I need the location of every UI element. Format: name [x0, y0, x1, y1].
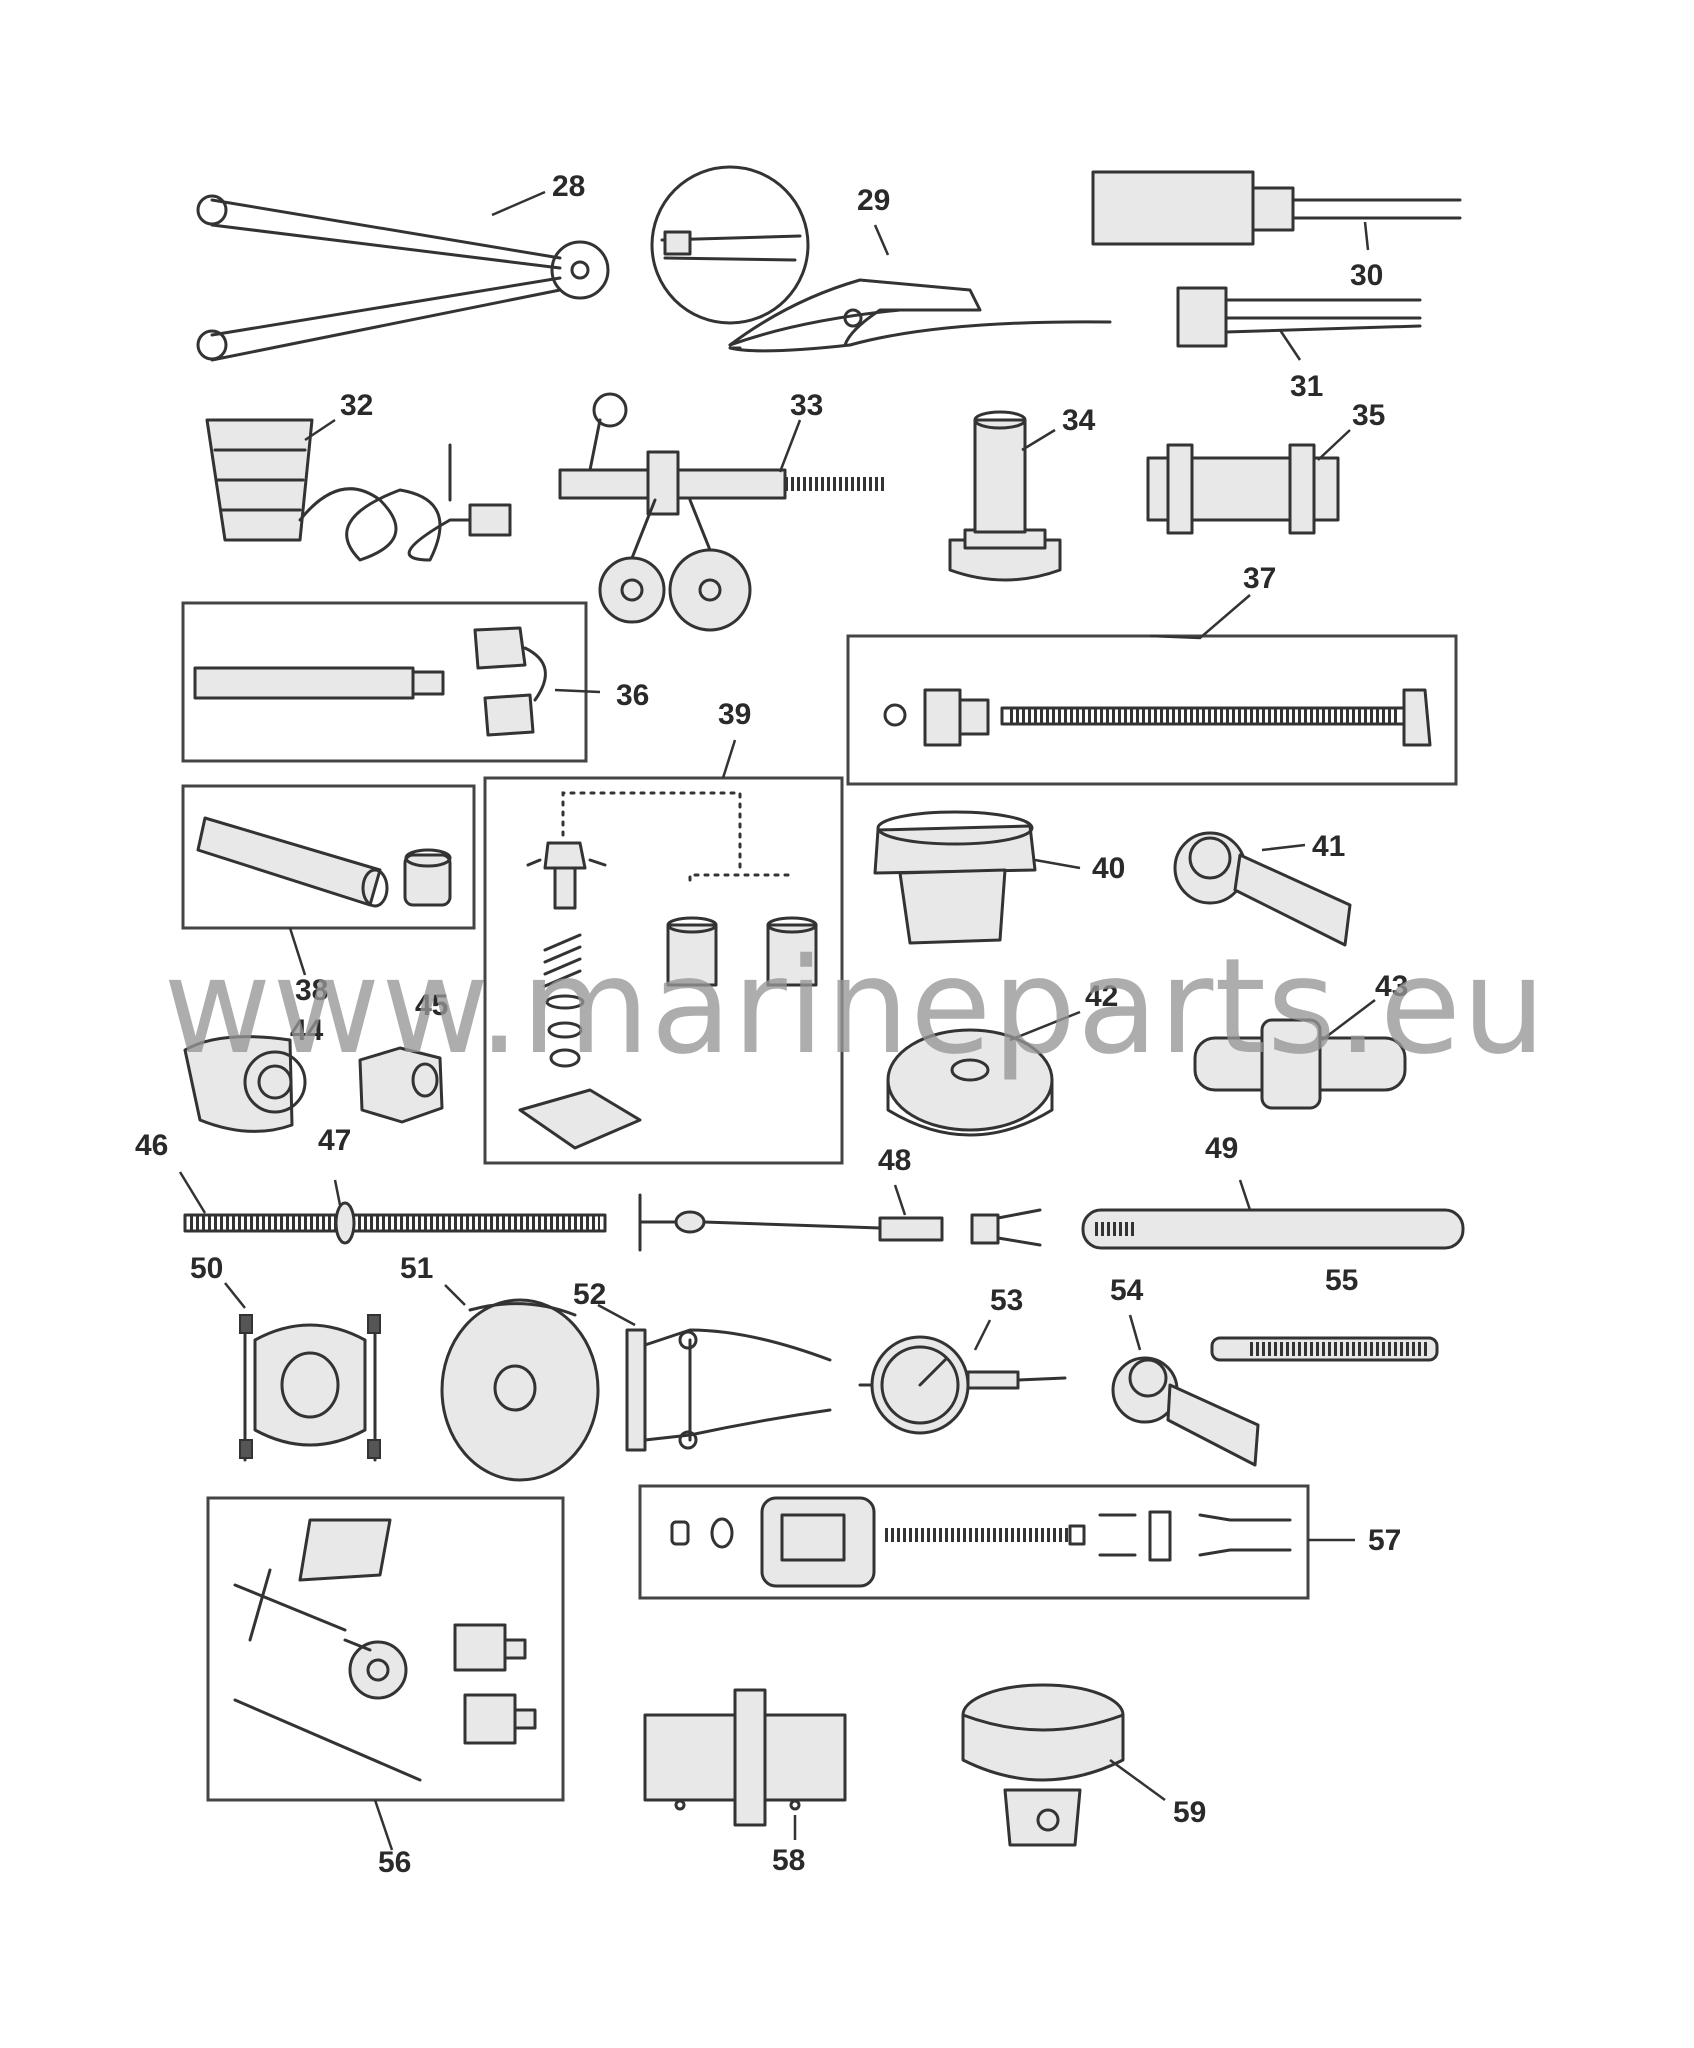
part-38-tube [196, 816, 452, 976]
callout-40: 40 [1092, 852, 1125, 885]
part-28-spanner-wrench [196, 190, 610, 362]
part-50-bearing-separator [224, 1282, 381, 1462]
part-43-bearing-driver [1193, 999, 1407, 1110]
part-40-cup [873, 810, 1081, 945]
callout-54: 54 [1110, 1274, 1144, 1307]
callout-33: 33 [790, 389, 823, 422]
part-33-shaft-tool [558, 392, 885, 632]
part-30-driver [1091, 170, 1462, 251]
frame-36 [181, 601, 588, 763]
callout-51: 51 [400, 1252, 433, 1285]
part-55-rod [1210, 1336, 1439, 1362]
callout-35: 35 [1352, 399, 1385, 432]
frame-39 [483, 776, 844, 1165]
part-57-tool-set [670, 1496, 1355, 1588]
part-49-rod [1081, 1179, 1465, 1250]
part-52-pliers [597, 1303, 832, 1452]
callout-49: 49 [1205, 1132, 1238, 1165]
part-42-disk [886, 1010, 1081, 1137]
callout-59: 59 [1173, 1796, 1206, 1829]
part-56-kit [233, 1518, 537, 1851]
frame-56 [206, 1496, 565, 1802]
part-44-housing [183, 1035, 307, 1133]
callout-46: 46 [135, 1129, 168, 1162]
part-46-threaded-rod [178, 1171, 607, 1245]
callout-37: 37 [1243, 562, 1276, 595]
part-37-puller [883, 594, 1432, 747]
callout-55: 55 [1325, 1264, 1358, 1297]
callout-31: 31 [1290, 370, 1323, 403]
callout-34: 34 [1062, 404, 1096, 437]
callout-50: 50 [190, 1252, 223, 1285]
callout-43: 43 [1375, 970, 1408, 1003]
callout-36: 36 [616, 679, 649, 712]
callout-44: 44 [290, 1014, 324, 1047]
part-48-t-handle-tool [638, 1184, 1042, 1252]
callout-47: 47 [318, 1124, 351, 1157]
part-58-coupler [643, 1688, 847, 1840]
part-34-installer [948, 410, 1062, 582]
callout-41: 41 [1312, 830, 1345, 863]
callout-57: 57 [1368, 1524, 1401, 1557]
callout-48: 48 [878, 1144, 911, 1177]
part-29-pliers [650, 165, 1112, 353]
part-39-valve-kit [518, 739, 818, 1150]
part-35-sleeve [1146, 429, 1351, 535]
callout-38: 38 [295, 974, 328, 1007]
callout-52: 52 [573, 1278, 606, 1311]
callout-30: 30 [1350, 259, 1383, 292]
part-51-wheel [440, 1284, 600, 1482]
callout-39: 39 [718, 698, 751, 731]
frame-57 [638, 1484, 1310, 1600]
callout-45: 45 [415, 989, 448, 1022]
part-41-clamp [1173, 831, 1352, 947]
part-45-coupler-nut [358, 1046, 444, 1124]
callout-56: 56 [378, 1846, 411, 1879]
callout-42: 42 [1085, 980, 1118, 1013]
part-59-driver-head [961, 1683, 1166, 1847]
frame-38 [181, 784, 476, 930]
part-54-clamp [1111, 1314, 1260, 1467]
callout-58: 58 [772, 1844, 805, 1877]
callout-53: 53 [990, 1284, 1023, 1317]
part-53-dial-indicator [858, 1319, 1067, 1435]
part-31-driver [1176, 286, 1422, 361]
part-36-kit [193, 626, 601, 737]
callout-32: 32 [340, 389, 373, 422]
callout-29: 29 [857, 184, 890, 217]
part-32-heater [205, 418, 512, 562]
callout-28: 28 [552, 170, 585, 203]
